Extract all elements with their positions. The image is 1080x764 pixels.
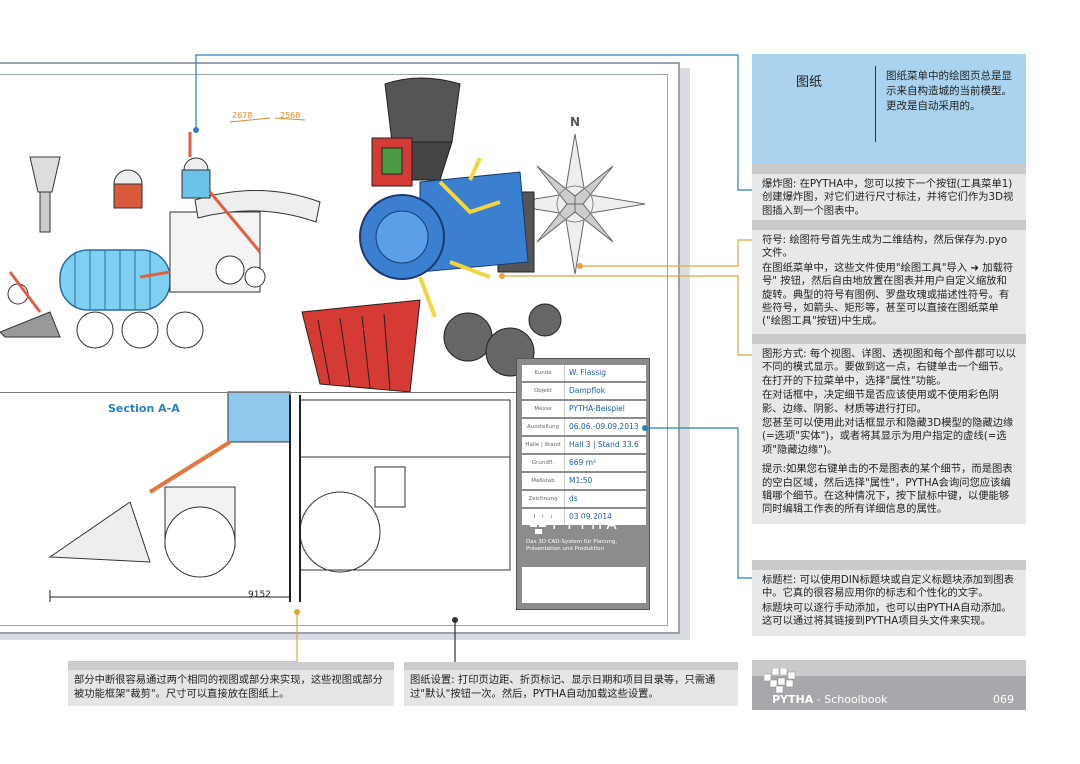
dimension-label: 9152 — [248, 590, 271, 600]
tb-value: PYTHA-Beispiel — [569, 404, 625, 414]
callout-display-mode: 图形方式: 每个视图、详图、透视图和每个部件都可以以不同的模式显示。要做到这一点… — [752, 334, 1026, 524]
callout-text: 标题栏: 可以使用DIN标题块或自定义标题块添加到图表中。它真的很容易应用你的标… — [762, 574, 1014, 600]
compass-north-label: N — [570, 115, 580, 129]
box-bar — [68, 662, 394, 670]
box-bar — [752, 164, 1026, 174]
box-bar — [752, 334, 1026, 344]
callout-tip: 提示:如果您右键单击的不是图表的某个细节，而是图表的空白区域，然后选择"属性"，… — [762, 463, 1013, 516]
title-block-row: Messe PYTHA-Beispiel — [522, 401, 646, 417]
title-block-brand: PYTHA — [552, 515, 621, 533]
title-block-fineprint — [522, 567, 646, 603]
title-block-row: Ausstellung 06.06.-09.09.2013 — [522, 419, 646, 435]
tb-value: Hall 3 | Stand 33.6 — [569, 440, 639, 450]
callout-symbols: 符号: 绘图符号首先生成为二维结构，然后保存为.pyo文件。 在图纸菜单中，这些… — [752, 220, 1026, 336]
footer-brand-name: PYTHA — [772, 693, 814, 706]
title-block-row: Kunde W. Flassig — [522, 365, 646, 381]
title-block-row: Grundfl. 669 m² — [522, 455, 646, 471]
tb-key: Kunde — [522, 365, 565, 381]
title-block-row: Maßstab M1:50 — [522, 473, 646, 489]
page-footer: PYTHA - Schoolbook 069 — [752, 660, 1026, 710]
tb-key: Grundfl. — [522, 455, 565, 471]
drawing-section-header: 图纸 图纸菜单中的绘图页总是显示来自构造城的当前模型。更改是自动采用的。 — [752, 54, 1026, 164]
footer-brand: PYTHA - Schoolbook — [772, 693, 888, 706]
section-intro: 图纸菜单中的绘图页总是显示来自构造城的当前模型。更改是自动采用的。 — [886, 70, 1012, 112]
section-title: 图纸 — [796, 75, 823, 90]
box-bar — [752, 560, 1026, 570]
view-divider — [0, 392, 650, 393]
pytha-logo-icon — [526, 511, 551, 534]
tb-value: ds — [569, 494, 578, 504]
tb-key: Ausstellung — [522, 419, 565, 435]
callout-text: 在对话框中，决定细节是否应该使用或不使用彩色阴影、边缘、阴影、材质等进行打印。 — [762, 389, 999, 415]
section-label: Section A-A — [108, 402, 180, 415]
footer-strip — [752, 660, 1026, 676]
tb-value: M1:50 — [569, 476, 593, 486]
tb-key: Maßstab — [522, 473, 565, 489]
title-block-row: Objekt Dampflok — [522, 383, 646, 399]
title-block-row: Zeichnung ds — [522, 491, 646, 507]
title-block-rows: Kunde W. Flassig Objekt Dampflok Messe PYTH… — [522, 365, 646, 527]
section-view — [48, 391, 511, 602]
callout-text: 在图纸菜单中，这些文件使用"绘图工具"导入 ➜ 加载符号" 按钮，然后自由地放置… — [762, 261, 1014, 328]
callout-text: 爆炸图: 在PYTHA中，您可以按下一个按钮(工具菜单1)创建爆炸图，对它们进行… — [762, 178, 1014, 217]
tb-value: 669 m² — [569, 458, 597, 468]
tb-value: Dampflok — [569, 386, 606, 396]
callout-title-block: 标题栏: 可以使用DIN标题块或自定义标题块添加到图表中。它真的很容易应用你的标… — [752, 560, 1026, 636]
dim-top-1: 2678 — [232, 111, 252, 120]
callout-text: 部分中断很容易通过两个相同的视图或部分来实现，这些视图或部分被功能框架"裁剪"。… — [74, 674, 383, 700]
tb-key: Messe — [522, 401, 565, 417]
callout-text: 您甚至可以使用此对话框显示和隐藏3D模型的隐藏边缘(=选项"实体")，或者将其显… — [762, 417, 1014, 456]
page-number: 069 — [993, 693, 1014, 706]
header-separator — [875, 66, 876, 142]
callout-partial-views: 部分中断很容易通过两个相同的视图或部分来实现，这些视图或部分被功能框架"裁剪"。… — [68, 662, 394, 706]
tb-value: 03.09.2014 — [569, 512, 612, 522]
callout-text: 标题块可以逐行手动添加，也可以由PYTHA自动添加。这可以通过将其链接到PYTH… — [762, 601, 1012, 628]
sheet-frame — [0, 74, 668, 626]
tb-key: Datum — [522, 509, 565, 525]
footer-brand-suffix: - Schoolbook — [813, 693, 888, 706]
tb-key: Halle | Stand — [522, 437, 565, 453]
exploded-locomotive: 2678 2568 — [0, 111, 321, 349]
compass-rose-icon: N — [504, 115, 646, 275]
pytha-logo-icon — [764, 668, 796, 694]
callout-sheet-settings: 图纸设置: 打印页边距、折页标记、显示日期和项目目录等，只需通过"默认"按钮一次… — [404, 662, 738, 706]
tb-key: Zeichnung — [522, 491, 565, 507]
tb-value: W. Flassig — [569, 368, 606, 378]
callout-text: 图纸设置: 打印页边距、折页标记、显示日期和项目目录等，只需通过"默认"按钮一次… — [410, 674, 716, 700]
title-block-logo-area: PYTHA Das 3D CAD-System für Planung, Prä… — [522, 509, 646, 604]
tb-key: Objekt — [522, 383, 565, 399]
box-bar — [752, 220, 1026, 230]
title-block-row: Halle | Stand Hall 3 | Stand 33.6 — [522, 437, 646, 453]
title-block-row: Datum 03.09.2014 — [522, 509, 646, 525]
tb-value: 06.06.-09.09.2013 — [569, 422, 639, 432]
title-block-tagline: Das 3D CAD-System für Planung, Präsentat… — [526, 539, 618, 552]
callout-text: 符号: 绘图符号首先生成为二维结构，然后保存为.pyo文件。 — [762, 234, 1008, 260]
dim-top-2: 2568 — [280, 111, 300, 120]
callout-text: 图形方式: 每个视图、详图、透视图和每个部件都可以以不同的模式显示。要做到这一点… — [762, 348, 1016, 387]
callout-exploded-view: 爆炸图: 在PYTHA中，您可以按下一个按钮(工具菜单1)创建爆炸图，对它们进行… — [752, 164, 1026, 226]
box-bar — [404, 662, 738, 670]
